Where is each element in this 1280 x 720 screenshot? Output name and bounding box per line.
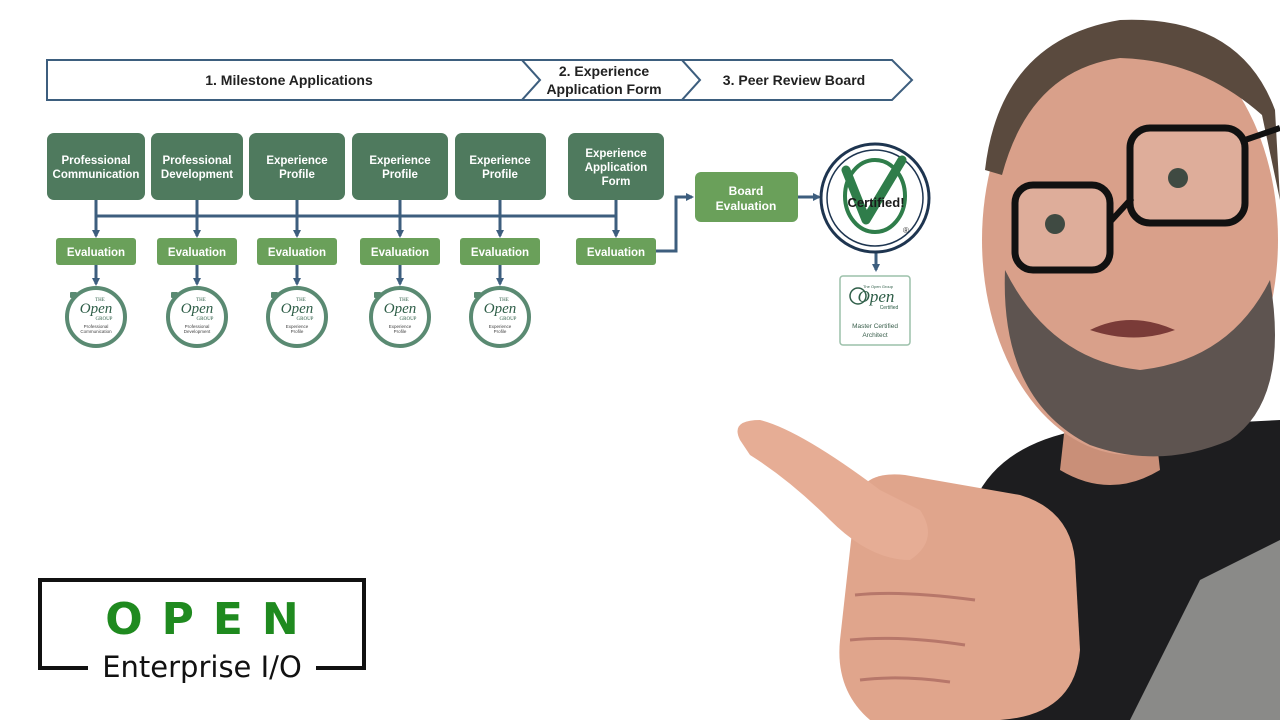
svg-text:Architect: Architect (862, 332, 887, 339)
svg-text:Experience: Experience (469, 155, 530, 167)
svg-text:GROUP: GROUP (197, 317, 214, 322)
svg-text:GROUP: GROUP (96, 317, 113, 322)
svg-text:Professional: Professional (84, 324, 109, 329)
svg-text:Application: Application (585, 162, 648, 174)
logo-title: OPEN (105, 594, 318, 645)
svg-text:Evaluation: Evaluation (587, 247, 645, 259)
phase-chevron-3 (679, 59, 914, 101)
svg-text:THE: THE (499, 298, 509, 303)
phase-3-label: 3. Peer Review Board (723, 72, 865, 88)
evaluation-boxes: Evaluation Evaluation Evaluation Evaluat… (56, 238, 656, 265)
svg-text:Profile: Profile (382, 169, 418, 181)
svg-text:Evaluation: Evaluation (168, 247, 226, 259)
milestone-boxes: Professional Communication Professional … (47, 133, 664, 200)
badge-experience-profile-2-icon: THE Open GROUP Experience Profile (369, 286, 431, 348)
evaluation-box-3: Evaluation (257, 238, 337, 265)
svg-text:THE: THE (296, 298, 306, 303)
svg-text:Evaluation: Evaluation (67, 247, 125, 259)
badge-experience-profile-1-icon: THE Open GROUP Experience Profile (266, 286, 328, 348)
badge-professional-communication-icon: THE Open GROUP Professional Communicatio… (65, 286, 127, 348)
svg-text:Development: Development (184, 329, 211, 334)
svg-text:Evaluation: Evaluation (716, 199, 777, 213)
svg-text:Profile: Profile (291, 329, 304, 334)
svg-text:Open: Open (384, 301, 417, 317)
phase-2-label-line2: Application Form (546, 81, 661, 97)
svg-text:Development: Development (161, 169, 233, 181)
milestone-experience-profile-1: Experience Profile (249, 133, 345, 200)
svg-text:Open: Open (181, 301, 214, 317)
svg-text:Profile: Profile (494, 329, 507, 334)
svg-text:GROUP: GROUP (297, 317, 314, 322)
logo-frame (38, 578, 366, 670)
svg-text:THE: THE (95, 298, 105, 303)
svg-text:Communication: Communication (53, 169, 140, 181)
svg-text:Profile: Profile (279, 169, 315, 181)
svg-text:Professional: Professional (162, 155, 231, 167)
svg-text:GROUP: GROUP (400, 317, 417, 322)
evaluation-box-5: Evaluation (460, 238, 540, 265)
presenter-pointing-photo (737, 19, 1280, 720)
svg-text:Experience: Experience (266, 155, 327, 167)
svg-text:Open: Open (80, 301, 113, 317)
evaluation-box-1: Evaluation (56, 238, 136, 265)
svg-text:Communication: Communication (80, 329, 112, 334)
svg-text:Experience: Experience (389, 324, 412, 329)
certified-seal-icon: Certified! ® (819, 142, 931, 254)
svg-text:THE: THE (399, 298, 409, 303)
svg-text:THE: THE (196, 298, 206, 303)
badge-professional-development-icon: THE Open GROUP Professional Development (166, 286, 228, 348)
svg-text:®: ® (903, 226, 909, 235)
milestone-experience-profile-3: Experience Profile (455, 133, 546, 200)
milestone-experience-profile-2: Experience Profile (352, 133, 448, 200)
svg-text:Board: Board (729, 184, 764, 198)
open-badges: THE Open GROUP Professional Communicatio… (65, 286, 531, 348)
svg-text:Form: Form (602, 176, 631, 188)
svg-text:Open: Open (858, 287, 895, 306)
logo-subtitle: Enterprise I/O (102, 650, 302, 684)
badge-experience-profile-3-icon: THE Open GROUP Experience Profile (469, 286, 531, 348)
svg-text:Master Certified: Master Certified (852, 323, 898, 330)
svg-text:Certified!: Certified! (847, 195, 904, 210)
evaluation-box-4: Evaluation (360, 238, 440, 265)
phase-banner: 1. Milestone Applications 2. Experience … (46, 59, 914, 101)
svg-text:Open: Open (281, 301, 314, 317)
svg-text:GROUP: GROUP (500, 317, 517, 322)
evaluation-box-6: Evaluation (576, 238, 656, 265)
milestone-professional-development: Professional Development (151, 133, 243, 200)
open-enterprise-io-logo: OPEN Enterprise I/O (38, 578, 366, 684)
svg-text:Experience: Experience (369, 155, 430, 167)
svg-text:Experience: Experience (489, 324, 512, 329)
phase-1-label: 1. Milestone Applications (205, 72, 373, 88)
board-evaluation-box: Board Evaluation (695, 172, 798, 222)
milestone-experience-application-form: Experience Application Form (568, 133, 664, 200)
svg-text:Evaluation: Evaluation (371, 247, 429, 259)
svg-text:Certified: Certified (880, 305, 899, 311)
svg-text:Experience: Experience (585, 148, 646, 160)
svg-text:Evaluation: Evaluation (471, 247, 529, 259)
svg-text:Experience: Experience (286, 324, 309, 329)
evaluation-box-2: Evaluation (157, 238, 237, 265)
svg-text:Profile: Profile (482, 169, 518, 181)
svg-text:The Open Group: The Open Group (863, 284, 894, 289)
svg-text:Profile: Profile (394, 329, 407, 334)
phase-2-label-line1: 2. Experience (559, 63, 649, 79)
milestone-professional-communication: Professional Communication (47, 133, 145, 200)
master-certified-architect-badge-icon: The Open Group Open Certified Master Cer… (839, 275, 911, 346)
svg-text:Evaluation: Evaluation (268, 247, 326, 259)
svg-text:Open: Open (484, 301, 517, 317)
svg-text:Professional: Professional (185, 324, 210, 329)
svg-text:Professional: Professional (61, 155, 130, 167)
